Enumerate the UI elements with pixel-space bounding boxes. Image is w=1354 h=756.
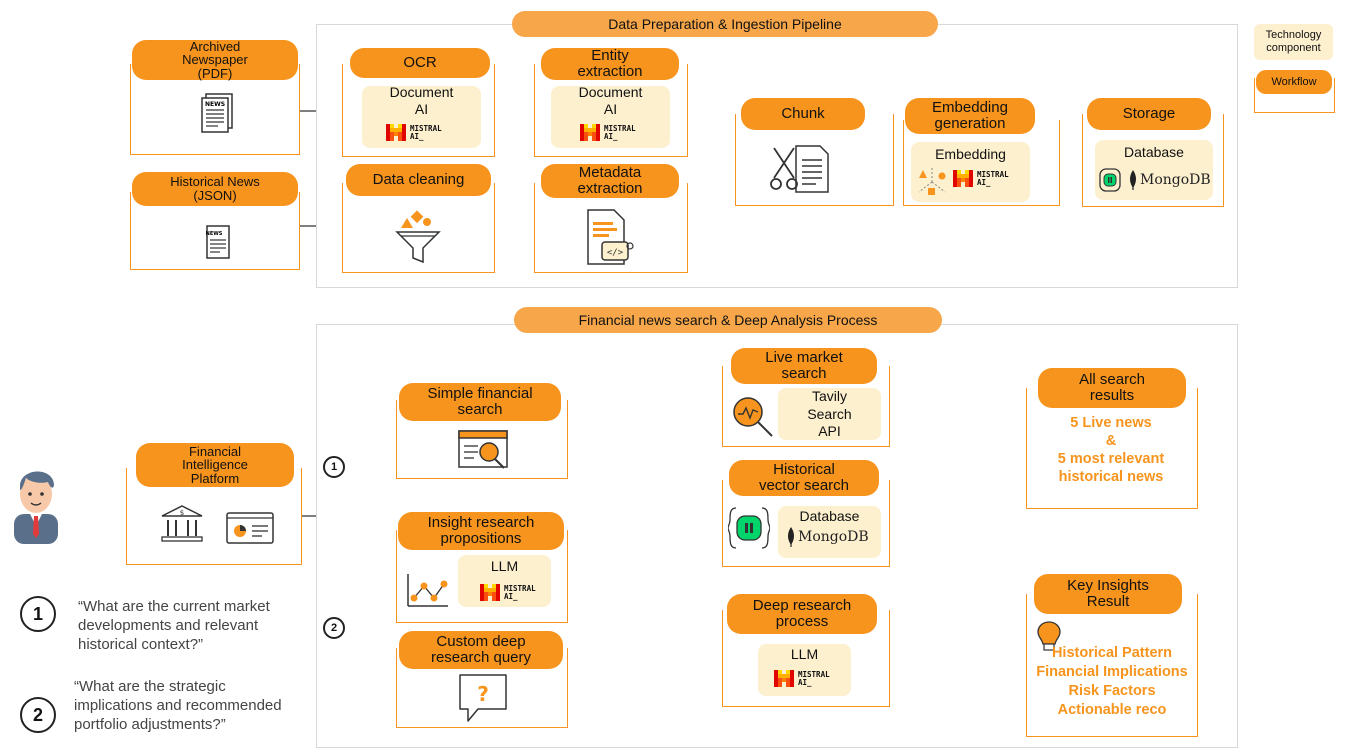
entity-tech [551,86,670,148]
platform-label: Financial Intelligence Platform [136,443,294,487]
cleaning-label: Data cleaning [346,164,491,196]
legend-technology-component: Technology component [1254,24,1333,60]
mongodb-leaf-icon [1130,170,1136,190]
question-bubble-icon: ? [459,674,507,722]
mistral-text-1: MISTRAL [977,170,1009,179]
live-market-tech [778,388,881,440]
archived-newspaper-label: Archived Newspaper (PDF) [132,39,298,80]
mistral-text-2: AI_ [977,177,991,187]
search-document-icon [458,430,508,469]
business-user-avatar-icon [14,471,58,544]
ocr-label: OCR [350,48,490,78]
live-market-label: Live market search [731,348,877,384]
insight-label: Insight research propositions [398,512,564,550]
mistral-m-icon [480,584,500,601]
mongodb-text: MongoDB [1140,172,1211,188]
mistral-text-1: MISTRAL [798,670,830,679]
insight-tech [458,555,551,607]
mistral-text-1: MISTRAL [604,124,636,133]
step-2-marker: 2 [323,617,345,639]
question-2-text: “What are the strategic implications and… [74,678,282,733]
mistral-text-1: MISTRAL [410,124,442,133]
deep-research-label: Deep research process [727,594,877,634]
metadata-label: Metadata extraction [541,164,679,198]
question-1-text: “What are the current market development… [78,598,270,653]
embedding-tech-label: Embedding [935,146,1006,162]
lightbulb-icon [1037,621,1061,651]
mistral-text-2: AI_ [798,677,812,687]
key-insights-label: Key Insights Result [1034,574,1182,614]
funnel-icon [395,210,441,264]
live-market-tech-label: Tavily Search API [807,388,852,439]
news-doc-icon-label: NEWS [206,231,223,237]
mongodb-logo: MongoDB [786,527,869,547]
chunk-label: Chunk [741,98,865,130]
mistral-m-icon [953,170,973,187]
entity-tech-label: Document AI [578,84,643,117]
scissors-document-icon [770,145,829,193]
embedding-label: Embedding generation [905,98,1035,134]
vector-space-icon [918,166,946,195]
deep-research-tech-label: LLM [790,646,819,662]
custom-query-label: Custom deep research query [399,631,563,669]
legend-workflow: Workflow [1256,70,1332,94]
mistral-m-icon [386,124,406,141]
ocr-tech [362,86,481,148]
mistral-m-icon [580,124,600,141]
mistral-text-2: AI_ [410,131,424,141]
all-results-label: All search results [1038,368,1186,408]
all-results-box [1026,388,1198,509]
ocr-tech-label: Document AI [389,84,454,117]
mistral-m-icon [774,670,794,687]
mistral-text-2: AI_ [504,591,518,601]
mistral-text-1: MISTRAL [504,584,536,593]
insight-tech-label: LLM [490,558,519,574]
newspaper-icon-label: NEWS [205,101,225,108]
news-doc-icon: NEWS [206,225,230,259]
historical-json-label: Historical News (JSON) [132,172,298,206]
key-insights-text: Historical Pattern Financial Implication… [1036,645,1188,718]
dashboard-icon [226,512,274,544]
analysis-title: Financial news search & Deep Analysis Pr… [514,307,942,333]
database-icon [728,507,770,549]
question-1-number: 1 [20,596,56,632]
historical-vector-tech-label: Database [799,508,860,524]
bank-icon: $ [161,505,203,542]
historical-vector-tech [778,506,881,558]
historical-vector-label: Historical vector search [729,460,879,496]
simple-search-label: Simple financial search [399,383,561,421]
deep-research-tech [758,644,851,696]
step-1-marker: 1 [323,456,345,478]
mistral-text-2: AI_ [604,131,618,141]
database-icon [1099,168,1121,192]
key-insights-box [1026,594,1198,737]
code-document-icon: </> [587,209,634,265]
market-search-icon [733,397,773,437]
svg-text:</>: </> [607,248,624,258]
question-2-number: 2 [20,697,56,733]
storage-label: Storage [1087,98,1211,130]
all-results-text: 5 Live news & 5 most relevant historical… [1057,415,1165,486]
entity-label: Entity extraction [541,48,679,80]
newspaper-icon: NEWS [201,93,233,133]
svg-text:$: $ [180,509,184,517]
question-mark: ? [477,682,489,706]
storage-tech-label: Database [1124,144,1184,160]
ingestion-title: Data Preparation & Ingestion Pipeline [512,11,938,37]
mongodb-leaf-icon [788,527,794,547]
chart-trend-icon [407,574,448,607]
mongodb-logo: MongoDB [1128,170,1211,190]
mongodb-text: MongoDB [798,529,869,545]
